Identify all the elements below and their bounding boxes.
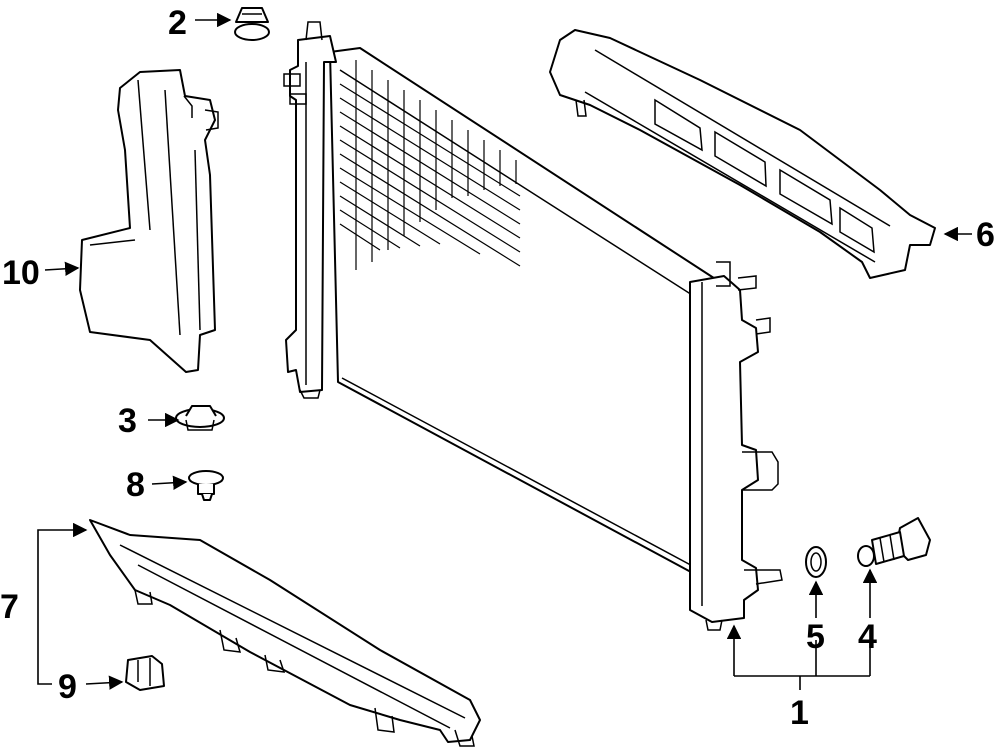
leader-lines: [37, 12, 972, 690]
side-air-guide: [79, 69, 219, 373]
callout-6: 6: [976, 216, 995, 254]
callout-8: 8: [126, 466, 145, 504]
callout-3: 3: [118, 402, 137, 440]
clip-top: [234, 7, 270, 41]
callout-1: 1: [790, 694, 809, 732]
callout-7: 7: [0, 588, 19, 626]
callout-9: 9: [58, 668, 77, 706]
lower-air-guide: [89, 519, 481, 747]
drain-plug: [857, 517, 931, 567]
grommet: [175, 405, 225, 431]
callout-5: 5: [806, 618, 825, 656]
upper-air-guide-ribs: [654, 98, 875, 254]
o-ring: [805, 546, 827, 578]
push-clip: [188, 470, 224, 501]
radiator: [283, 21, 783, 631]
radiator-core-fins: [339, 60, 521, 270]
upper-air-guide: [549, 29, 936, 279]
callout-10: 10: [2, 254, 40, 292]
bracket-clip: [125, 655, 165, 691]
callout-4: 4: [858, 618, 877, 656]
callout-2: 2: [168, 4, 187, 42]
